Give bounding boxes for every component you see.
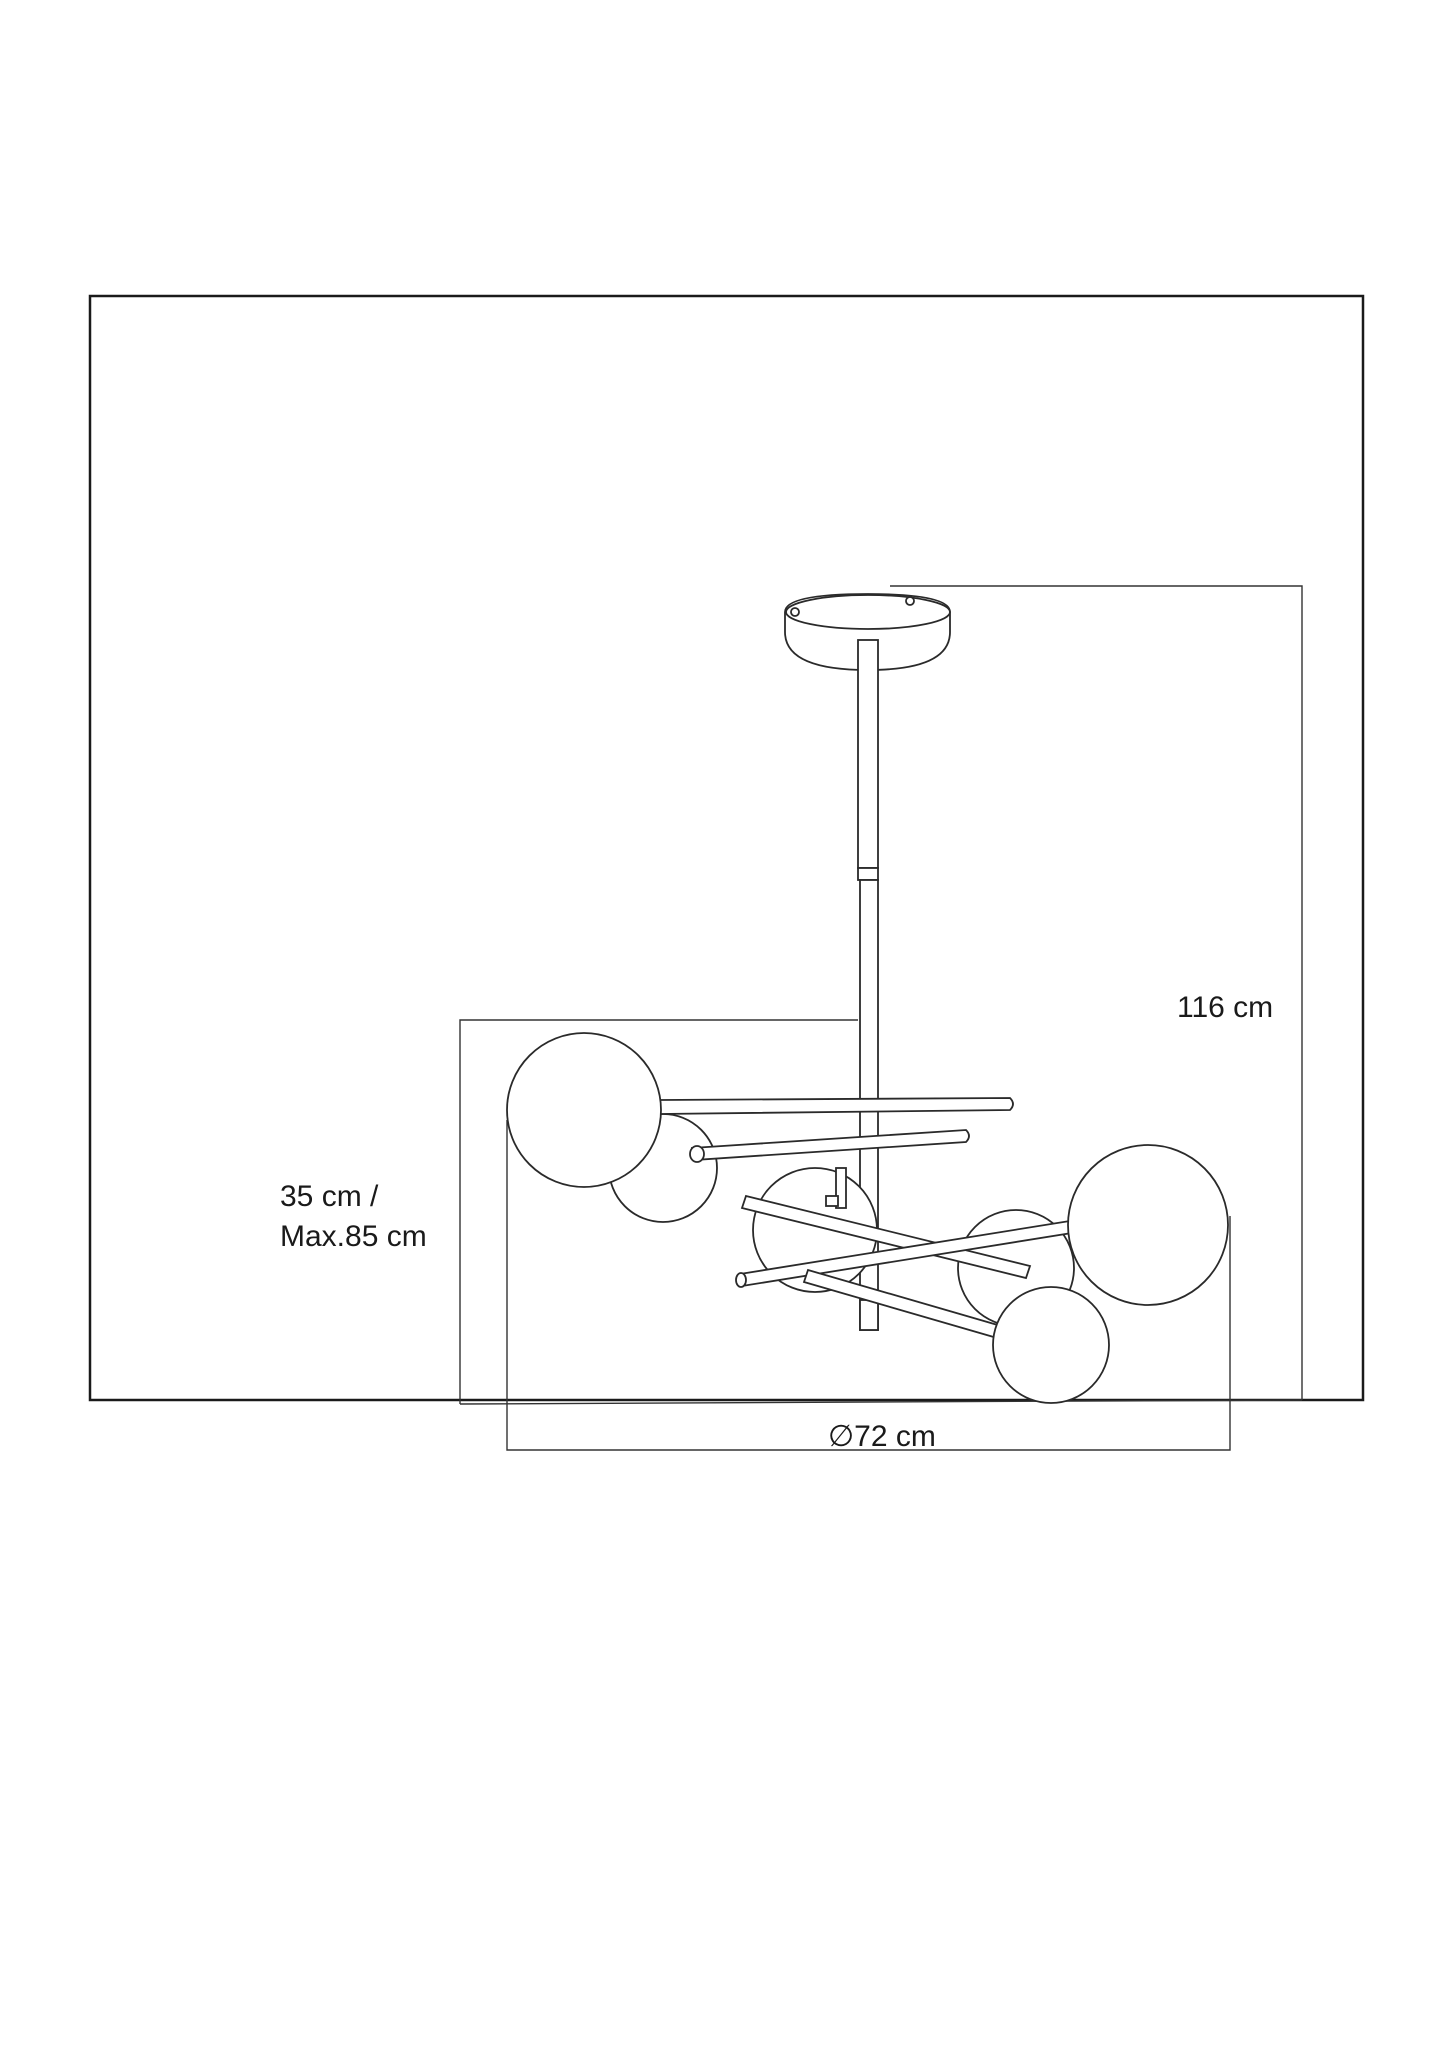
page-frame: [88, 294, 1365, 1402]
dimension-diameter: [506, 1120, 1231, 1451]
arm-top: [659, 1097, 1014, 1115]
globe-right: [1067, 1144, 1229, 1306]
label-total-height: 116 cm: [1177, 991, 1273, 1024]
globe-top-left: [506, 1032, 662, 1188]
ceiling-canopy: [784, 593, 951, 671]
arm-second: [689, 1129, 970, 1163]
dimension-fixture-height: [459, 1019, 858, 1404]
label-fixture-height-line1: 35 cm /: [280, 1180, 379, 1213]
dimension-total-height-bottom: [459, 1399, 1303, 1405]
label-diameter: ∅72 cm: [828, 1420, 936, 1453]
label-fixture-height-line2: Max.85 cm: [280, 1220, 427, 1253]
globe-bottom: [992, 1286, 1110, 1404]
dimension-total-height: [890, 585, 1303, 1400]
connector-stub: [825, 1167, 847, 1209]
